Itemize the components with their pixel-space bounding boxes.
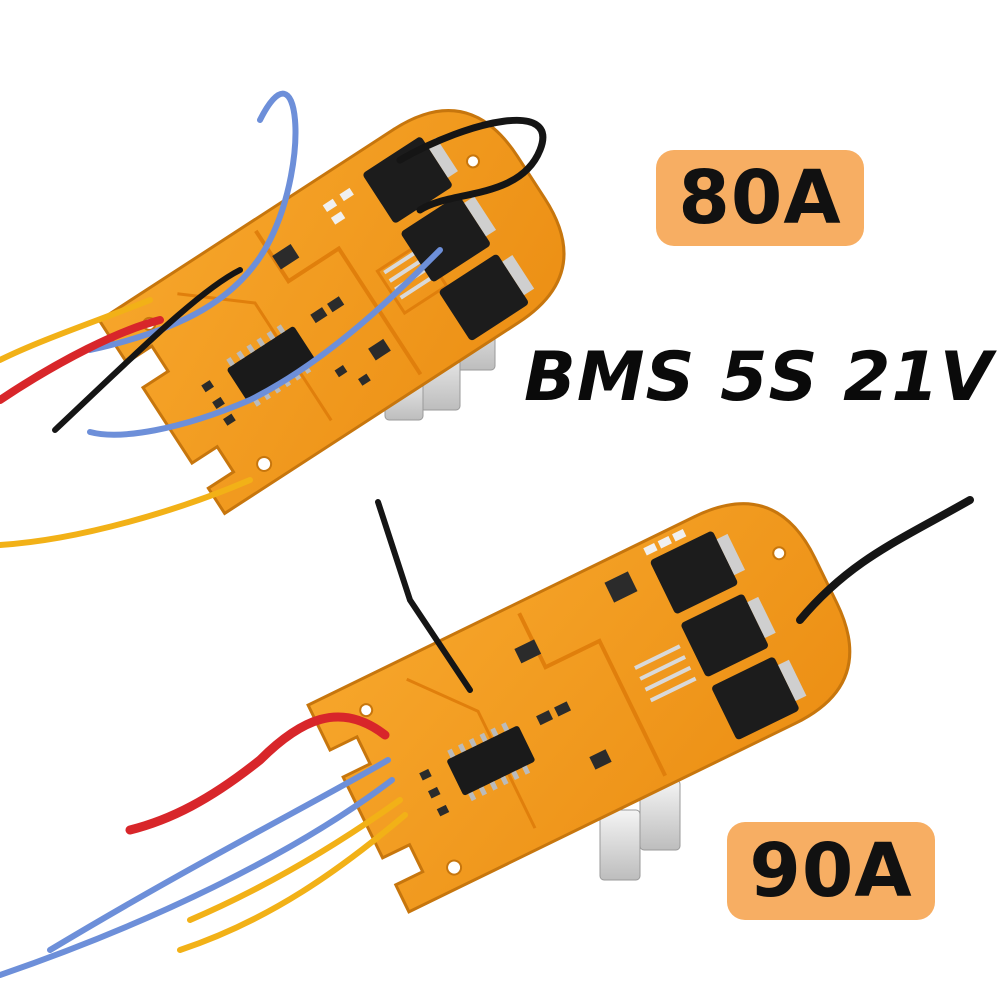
top-board-wires — [0, 90, 547, 548]
top-board — [0, 90, 566, 548]
product-headline: BMS 5S 21V — [524, 338, 994, 417]
bottom-board — [0, 496, 974, 978]
bottom-board-wires — [0, 496, 974, 978]
capacity-badge-90a: 90A — [727, 822, 935, 920]
bottom-board-metal-tabs — [599, 779, 681, 881]
capacity-badge-80a: 80A — [656, 150, 864, 246]
